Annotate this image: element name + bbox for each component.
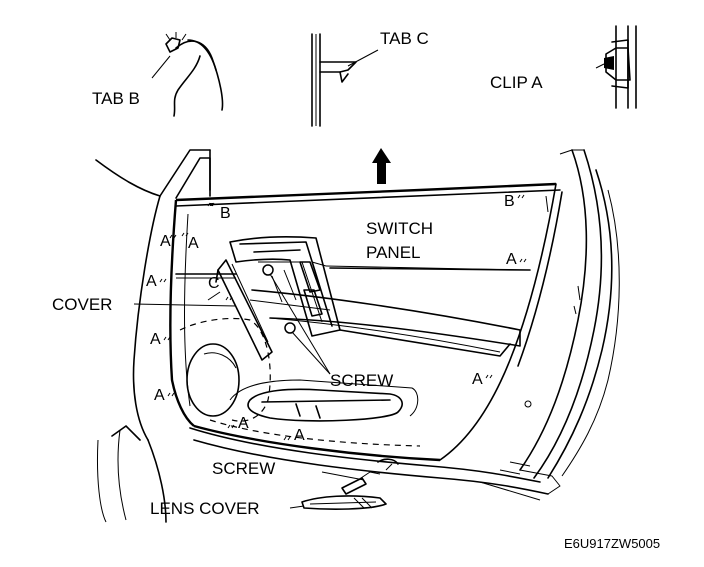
clip-mark-c: C <box>208 275 220 292</box>
svg-text:": " <box>210 202 213 212</box>
switch-panel-label-line2: PANEL <box>366 243 421 262</box>
switch-panel-label-line1: SWITCH <box>366 219 433 238</box>
clip-mark-a: A <box>472 371 483 388</box>
clip-mark-a: A <box>154 387 165 404</box>
tab-b-detail <box>151 32 224 117</box>
clip-a-detail <box>595 25 637 109</box>
clip-mark-a: A <box>506 251 517 268</box>
door-body-outline <box>95 149 620 523</box>
up-arrow-icon <box>372 148 391 184</box>
screw-icons <box>262 264 296 334</box>
clip-mark-a: A <box>238 415 249 432</box>
clip-marks: B " B A A A C A A A A A A <box>146 193 527 444</box>
leader-lines <box>133 261 521 509</box>
clip-mark-a: A <box>150 331 161 348</box>
clip-mark-a: A <box>188 235 199 252</box>
switch-panel <box>229 236 341 337</box>
clip-a-label: CLIP A <box>490 73 543 92</box>
screw-label-upper: SCREW <box>330 371 393 390</box>
lens-cover-label: LENS COVER <box>150 499 260 518</box>
lens-cover-parts <box>301 458 399 510</box>
clip-mark-a: A <box>146 273 157 290</box>
tab-c-label: TAB C <box>380 29 429 48</box>
screw-label-lower: SCREW <box>212 459 275 478</box>
clip-mark-a: A <box>160 233 171 250</box>
door-trim-panel <box>169 182 563 462</box>
tab-c-detail <box>311 33 379 127</box>
cover-label: COVER <box>52 295 112 314</box>
clip-mark-a: A <box>294 427 305 444</box>
figure-code: E6U917ZW5005 <box>564 536 660 551</box>
tab-b-label: TAB B <box>92 89 140 108</box>
clip-mark-b: B <box>504 193 515 210</box>
clip-mark-b: B <box>220 205 231 222</box>
